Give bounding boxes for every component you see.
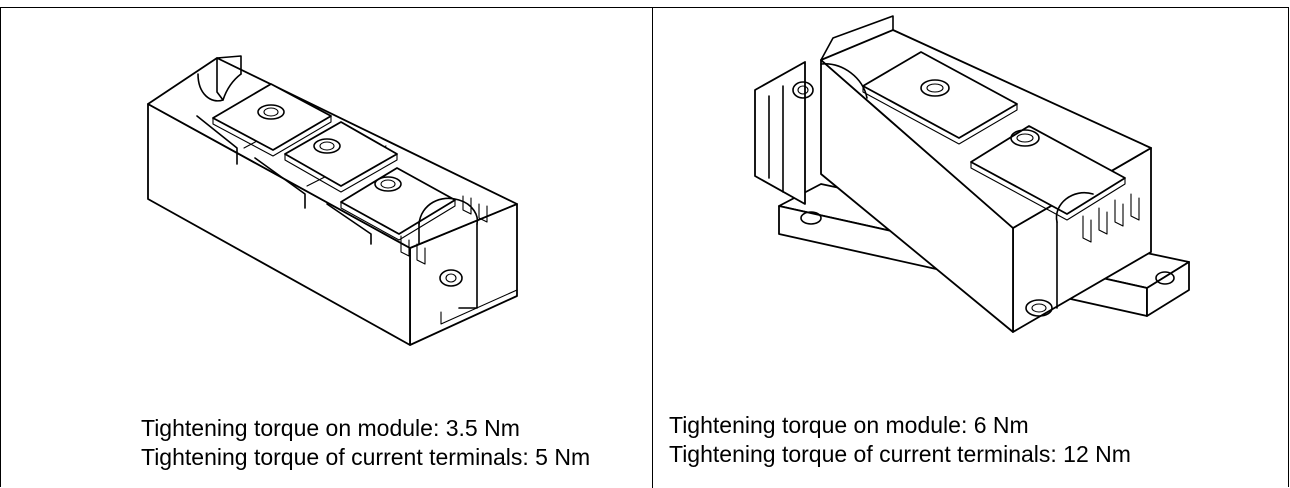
- small-module-drawing: [147, 55, 518, 346]
- caption-line-torque-module: Tightening torque on module: 6 Nm: [669, 412, 1029, 438]
- caption-line-torque-terminals: Tightening torque of current terminals: …: [669, 441, 1131, 467]
- panel-small-module: Tightening torque on module: 3.5 Nm Tigh…: [1, 8, 652, 488]
- caption: Tightening torque on module: 6 Nm Tighte…: [669, 411, 1131, 469]
- caption-line-torque-terminals: Tightening torque of current terminals: …: [141, 444, 591, 470]
- panel-large-module: Tightening torque on module: 6 Nm Tighte…: [653, 8, 1289, 488]
- table-frame: [0, 7, 1289, 487]
- column-divider: [652, 8, 653, 488]
- caption-line-torque-module: Tightening torque on module: 3.5 Nm: [141, 415, 520, 441]
- large-module-drawing: [754, 15, 1190, 333]
- caption: Tightening torque on module: 3.5 Nm Tigh…: [141, 414, 590, 472]
